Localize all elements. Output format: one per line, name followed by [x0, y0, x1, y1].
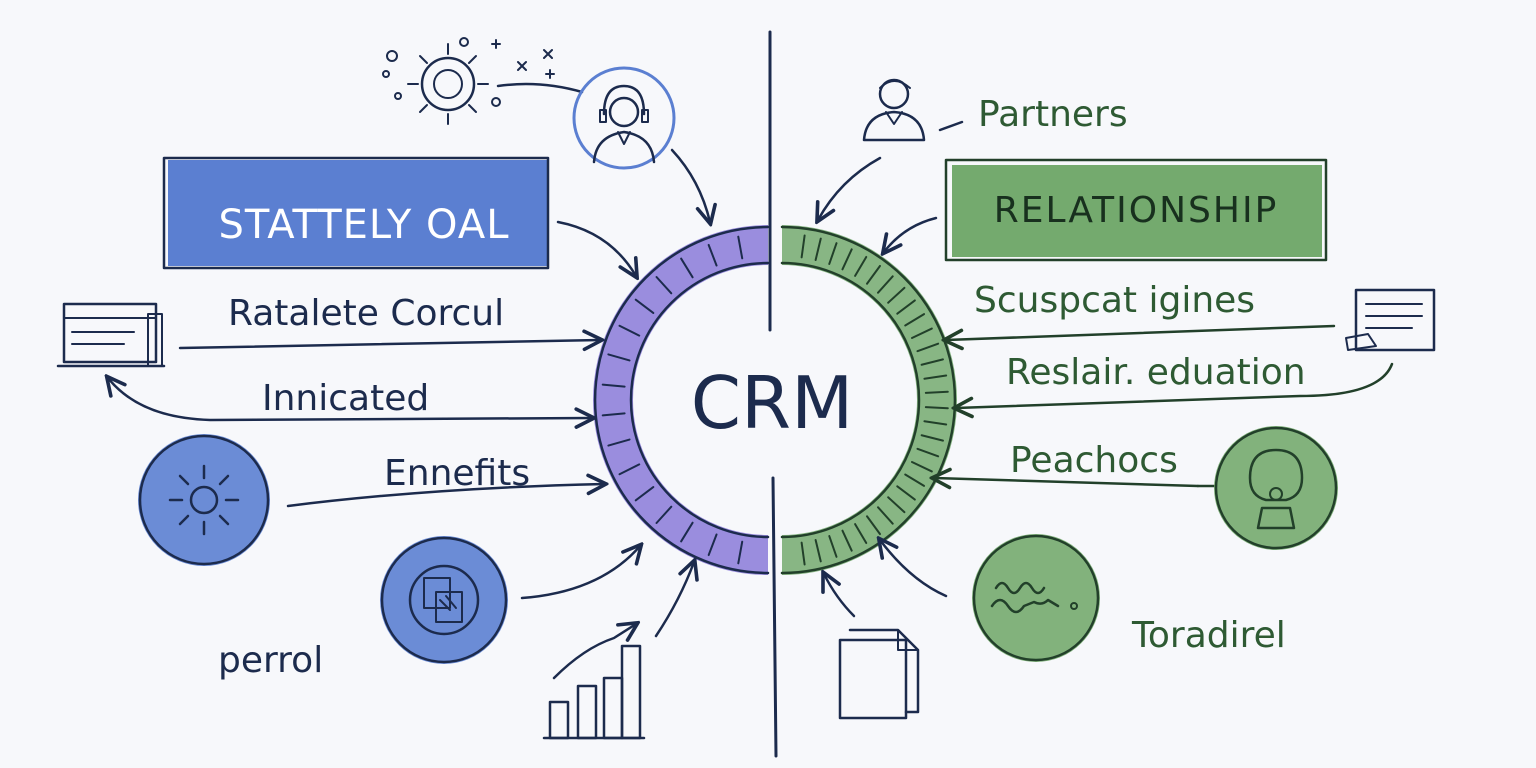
ring-tick — [814, 539, 822, 563]
arrow-right-item-2 — [956, 362, 1394, 408]
person-icon — [862, 78, 926, 142]
arrow-right-item-3 — [934, 478, 1200, 486]
arrow-partners-dash — [938, 120, 964, 132]
handwriting-icon — [972, 534, 1100, 662]
arrow-left-item-1 — [178, 340, 600, 348]
right-box-title: RELATIONSHIP — [994, 190, 1279, 231]
face-icon — [1214, 426, 1338, 550]
ring-tick — [920, 434, 944, 442]
arrow-left-item-2 — [108, 378, 592, 420]
arrow-rightbox-to-crm — [884, 216, 938, 252]
browser-window-icon — [56, 302, 166, 368]
ring-tick — [814, 237, 822, 261]
ring-tick — [896, 299, 916, 315]
document-icon — [380, 536, 508, 664]
ring-tick — [887, 496, 906, 514]
ring-tick — [655, 276, 673, 295]
ring-tick — [923, 420, 948, 426]
ring-tick — [601, 412, 626, 417]
ring-tick — [865, 515, 881, 536]
ring-tick — [634, 486, 655, 502]
ring-tick — [618, 463, 641, 476]
ring-tick — [618, 324, 641, 337]
ring-tick — [841, 529, 853, 552]
right-item-2-label: Reslair. eduation — [1006, 352, 1306, 393]
arrow-doc-badge-to-crm — [520, 546, 640, 600]
ring-tick — [655, 505, 673, 524]
ring-tick — [904, 313, 926, 327]
ring-tick — [854, 255, 868, 277]
ring-tick — [828, 535, 838, 558]
left-item-1-label: Ratalete Corcul — [228, 293, 504, 334]
ring-tick — [877, 506, 894, 525]
right-title-box: RELATIONSHIP — [944, 158, 1328, 262]
ring-tick — [916, 342, 940, 353]
crm-center-label: CRM — [691, 361, 853, 445]
arrow-person-to-crm — [818, 156, 882, 220]
virus-icon — [382, 37, 555, 125]
arrow-agent-to-crm — [670, 148, 710, 222]
ring-tick — [896, 485, 916, 501]
arrow-leftbox-to-crm — [556, 220, 636, 276]
ring-tick — [910, 460, 933, 473]
ring-tick — [828, 242, 838, 265]
ring-tick — [737, 540, 744, 565]
arrow-right-item-1 — [946, 324, 1336, 340]
headset-agent-icon — [572, 66, 676, 170]
ring-tick — [800, 541, 806, 566]
right-item-1-label: Scuspcat igines — [974, 280, 1255, 321]
ring-tick — [800, 234, 806, 259]
ring-tick — [916, 447, 940, 458]
arrow-file-to-crm — [824, 574, 856, 618]
right-item-4-label: Toradirel — [1131, 615, 1286, 656]
ring-tick — [924, 390, 949, 394]
ring-tick — [607, 353, 631, 362]
left-item-2-label: Innicated — [262, 378, 429, 419]
arrow-handwriting-to-crm — [880, 540, 948, 598]
arrow-left-item-3 — [286, 484, 604, 508]
ring-tick — [924, 406, 949, 410]
right-item-3-label: Peachocs — [1010, 440, 1178, 481]
left-title-box: STATTELY OAL — [162, 156, 550, 270]
left-item-4-label: perrol — [218, 640, 323, 681]
ring-tick — [887, 286, 906, 304]
ring-tick — [607, 438, 631, 447]
right-top-label: Partners — [978, 94, 1128, 135]
ring-tick — [877, 275, 894, 294]
ring-tick — [904, 473, 926, 487]
ring-tick — [923, 374, 948, 380]
ring-tick — [680, 521, 694, 543]
hand-document-icon — [1345, 288, 1436, 352]
left-box-title: STATTELY OAL — [219, 202, 510, 248]
arrow-virus-to-agent — [496, 82, 584, 94]
center-divider-lower — [771, 476, 778, 758]
ring-tick — [865, 264, 881, 285]
file-pages-icon — [838, 628, 920, 720]
ring-tick — [601, 383, 626, 388]
ring-tick — [910, 327, 933, 340]
ring-tick — [680, 257, 694, 279]
bar-chart-icon — [542, 624, 646, 740]
ring-tick — [841, 248, 853, 271]
ring-tick — [920, 358, 944, 366]
ring-tick — [854, 523, 868, 545]
ring-tick — [737, 235, 744, 260]
ring-tick — [634, 298, 655, 314]
ring-tick — [707, 533, 718, 557]
crm-ring-left — [593, 225, 770, 575]
arrow-chart-to-crm — [654, 562, 694, 638]
sun-icon — [138, 434, 270, 566]
ring-tick — [707, 243, 718, 267]
